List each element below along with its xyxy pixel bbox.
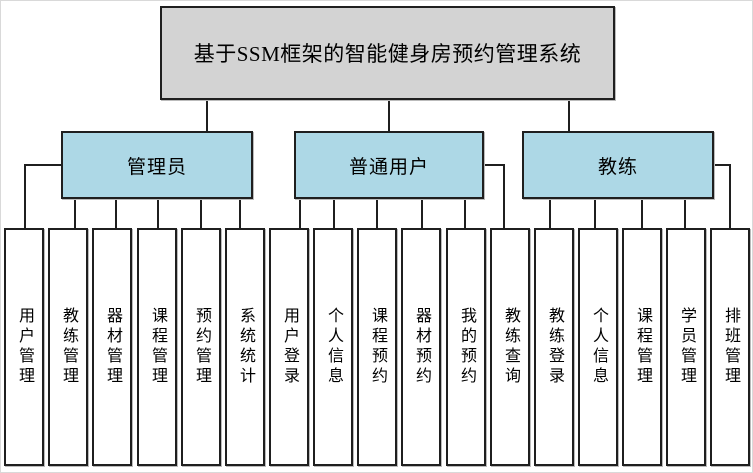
branch-user-label: 普通用户 [348,156,429,178]
leaf-admin-4: 预约管理 [181,228,221,466]
connector [464,199,466,228]
connector [684,199,686,228]
leaf-coach-0: 教练登录 [534,228,574,466]
leaf-label: 系统统计 [237,307,254,387]
root-node-label: 基于SSM框架的智能健身房预约管理系统 [193,42,582,66]
leaf-label: 课程管理 [149,307,166,387]
connector [74,199,76,228]
branch-coach-label: 教练 [597,156,638,178]
leaf-admin-3: 课程管理 [137,228,177,466]
connector-admin-elbow-v [24,164,26,228]
connector [200,199,202,228]
connector [421,199,423,228]
connector-root-coach [568,100,570,132]
leaf-label: 教练登录 [546,307,563,387]
leaf-user-3: 器材预约 [401,228,441,466]
branch-coach: 教练 [522,131,714,199]
leaf-coach-3: 学员管理 [666,228,706,466]
connector [641,199,643,228]
leaf-label: 教练查询 [502,307,519,387]
leaf-label: 个人信息 [325,307,342,387]
branch-admin: 管理员 [61,131,253,199]
leaf-label: 课程预约 [369,307,386,387]
leaf-user-2: 课程预约 [357,228,397,466]
connector [376,199,378,228]
leaf-admin-0: 用户管理 [4,228,44,466]
leaf-admin-5: 系统统计 [225,228,265,466]
leaf-label: 课程管理 [634,307,651,387]
root-node: 基于SSM框架的智能健身房预约管理系统 [160,6,615,100]
leaf-label: 用户登录 [281,307,298,387]
connector [115,199,117,228]
branch-user: 普通用户 [294,131,484,199]
leaf-label: 学员管理 [678,307,695,387]
connector [549,199,551,228]
leaf-user-4: 我的预约 [446,228,486,466]
connector [157,199,159,228]
leaf-user-1: 个人信息 [313,228,353,466]
leaf-label: 预约管理 [193,307,210,387]
leaf-user-5: 教练查询 [490,228,530,466]
leaf-coach-4: 排班管理 [710,228,750,466]
leaf-label: 个人信息 [590,307,607,387]
leaf-label: 教练管理 [60,307,77,387]
leaf-label: 器材管理 [104,307,121,387]
leaf-admin-1: 教练管理 [48,228,88,466]
leaf-coach-1: 个人信息 [578,228,618,466]
connector [239,199,241,228]
leaf-label: 排班管理 [722,307,739,387]
connector [333,199,335,228]
connector-root-admin [206,100,208,132]
leaf-label: 我的预约 [458,307,475,387]
connector [299,199,301,228]
connector-user-elbow-v [503,164,505,228]
branch-admin-label: 管理员 [126,156,187,178]
leaf-coach-2: 课程管理 [622,228,662,466]
leaf-user-0: 用户登录 [269,228,309,466]
connector-root-user [388,100,390,132]
connector-coach-elbow-v [729,164,731,228]
connector-admin-elbow-h [24,164,63,166]
leaf-label: 器材预约 [413,307,430,387]
leaf-label: 用户管理 [16,307,33,387]
connector [594,199,596,228]
connector-user-elbow-h [484,164,505,166]
leaf-admin-2: 器材管理 [92,228,132,466]
connector-coach-elbow-h [714,164,731,166]
